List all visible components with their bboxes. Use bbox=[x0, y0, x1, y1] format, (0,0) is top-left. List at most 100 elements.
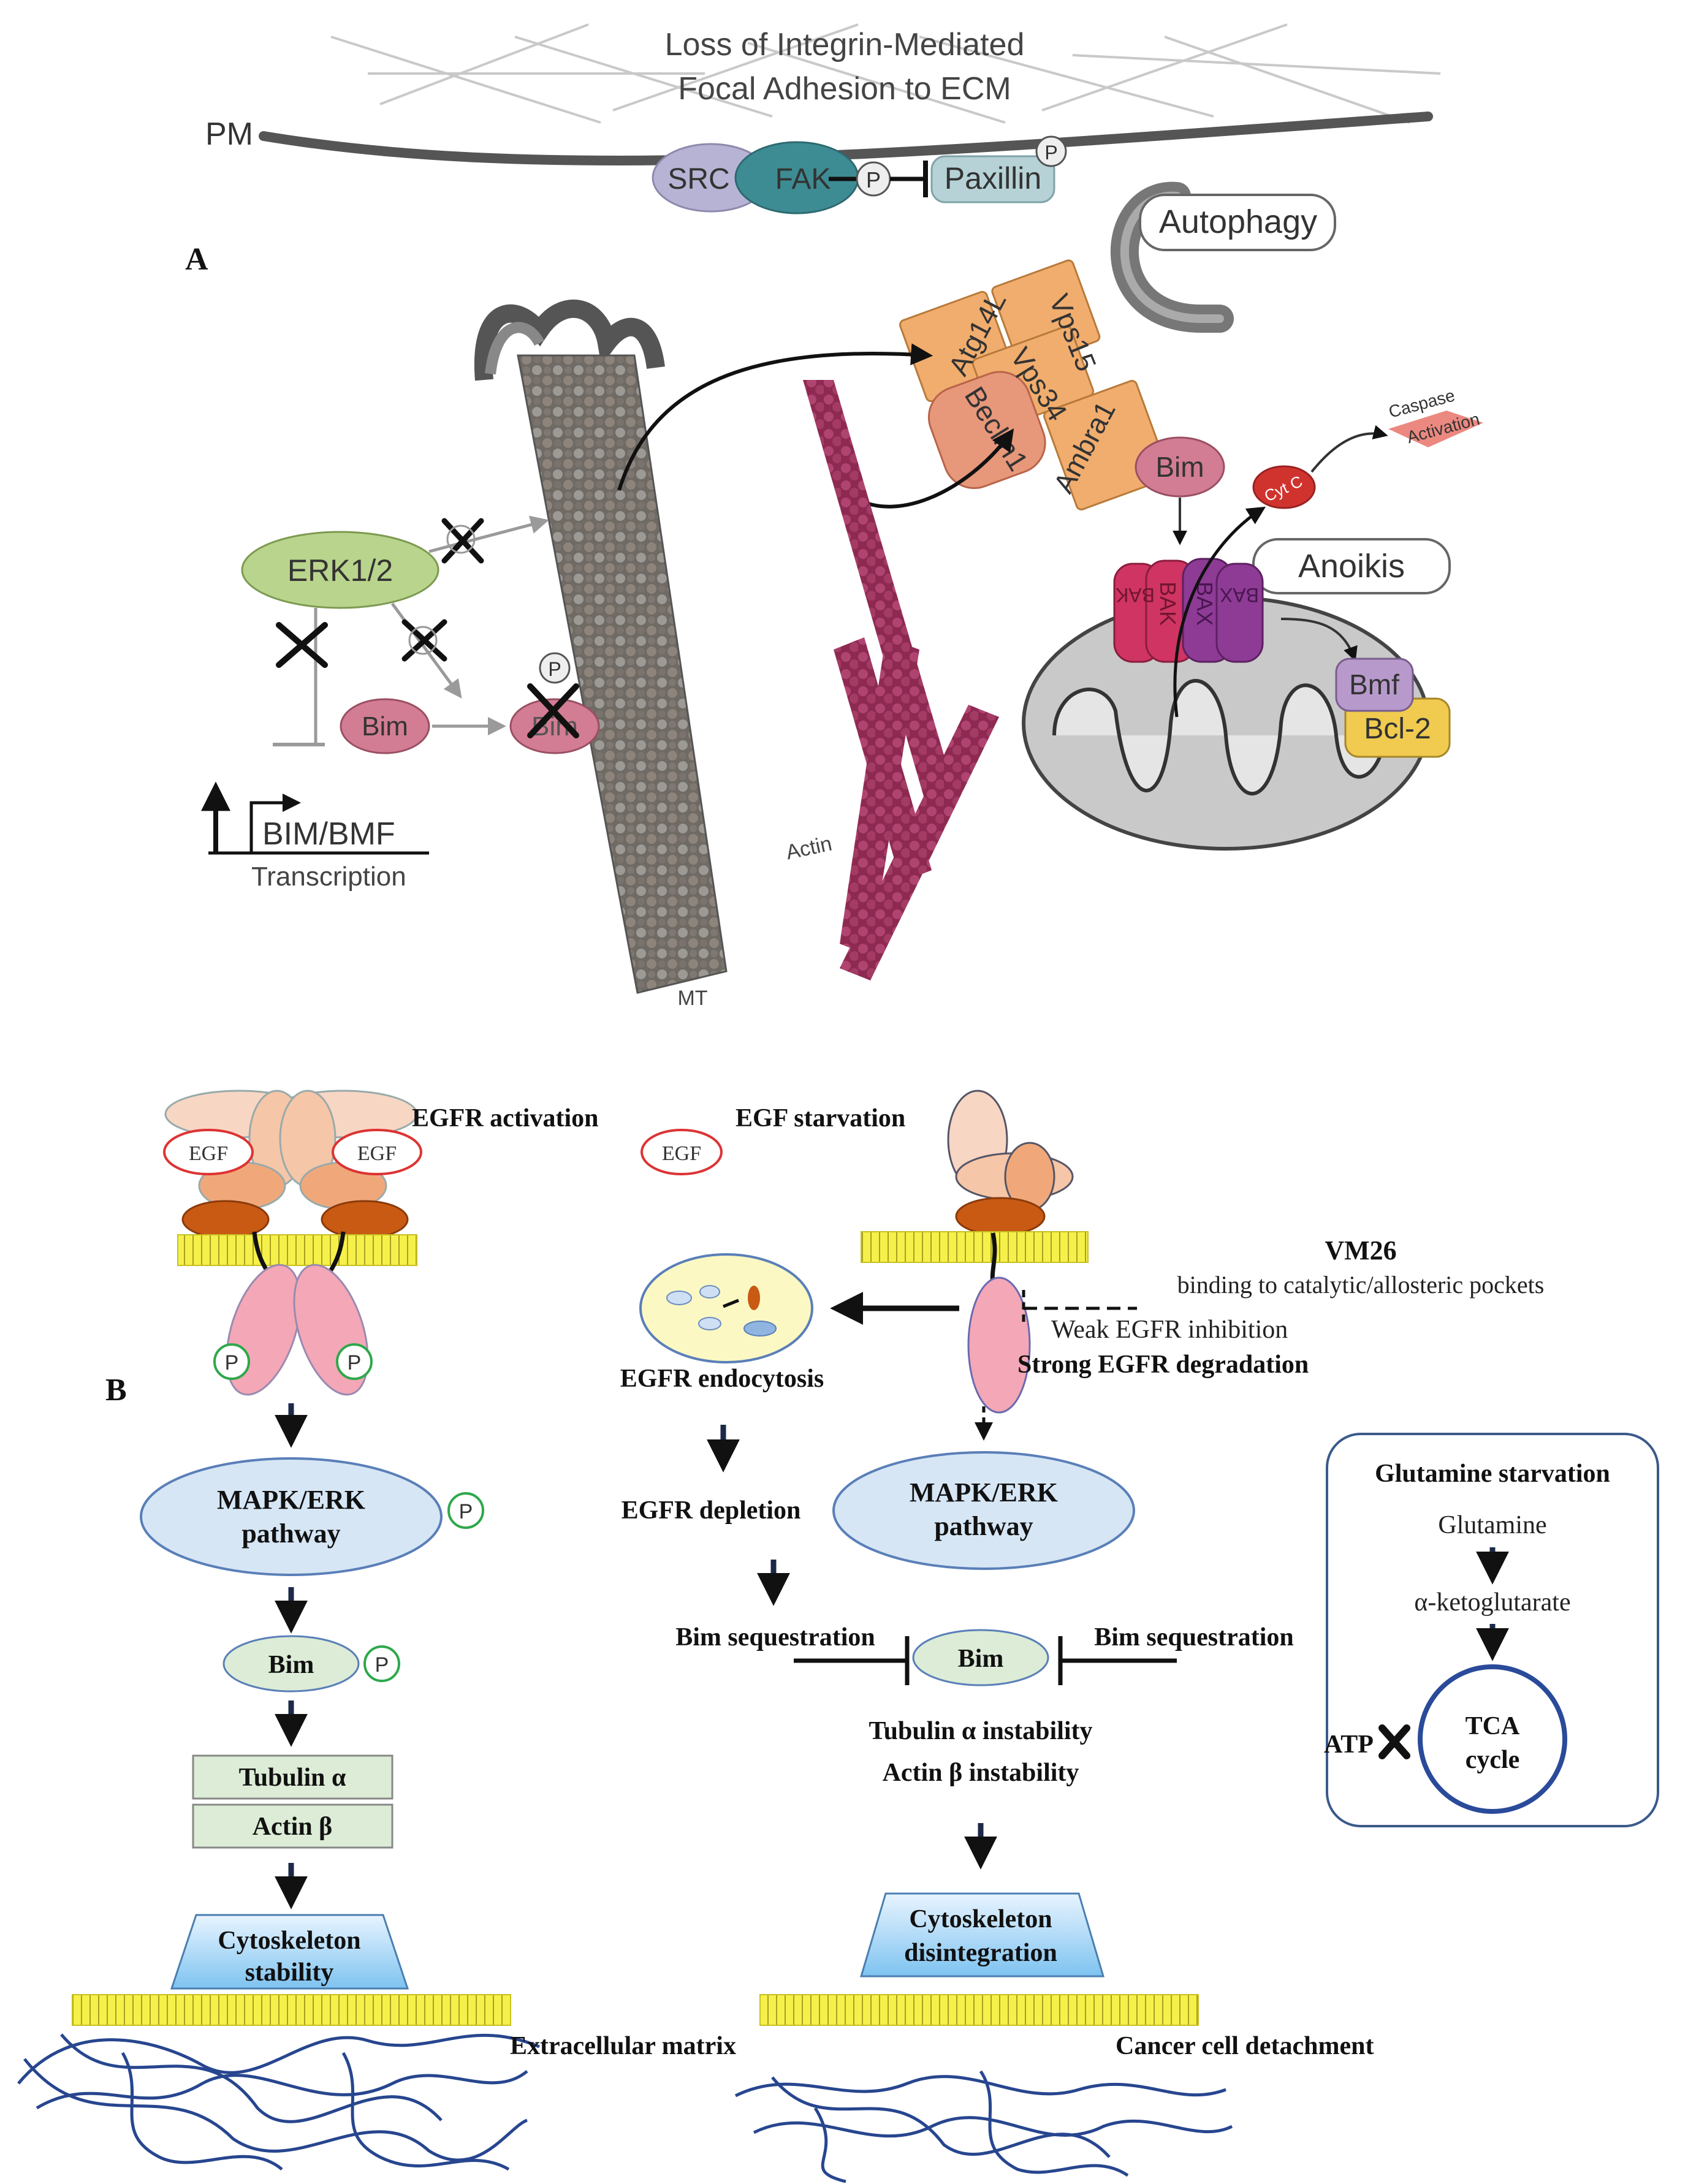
ecm-mesh-left bbox=[17, 2033, 540, 2171]
bim-seq-left-label: Bim sequestration bbox=[675, 1623, 875, 1651]
panel-b: B EGF EGF EGFR activation P P MAPK/ER bbox=[17, 1090, 1659, 2183]
bim-phospho bbox=[509, 698, 600, 754]
membrane-left bbox=[177, 1234, 417, 1266]
cyto-dis-line-1: Cytoskeleton bbox=[909, 1905, 1052, 1933]
bim-b-mid-label: Bim bbox=[958, 1645, 1004, 1673]
bim-mito-label: Bim bbox=[1155, 451, 1204, 483]
cytc-release-arrow bbox=[1173, 506, 1266, 718]
pm-label: PM bbox=[205, 116, 253, 152]
paxillin-phospho-label: P bbox=[1044, 142, 1057, 164]
actin-label: Actin bbox=[784, 832, 834, 865]
bim-seq-right-label: Bim sequestration bbox=[1094, 1623, 1294, 1651]
bak-to-bmf-arrow bbox=[1280, 618, 1358, 662]
mapk-left-phospho-label: P bbox=[459, 1500, 473, 1523]
egf-ligand-free bbox=[641, 1129, 723, 1175]
autophagy-label: Autophagy bbox=[1159, 203, 1317, 240]
tca-line-1: TCA bbox=[1466, 1712, 1520, 1740]
bak-label: BAK bbox=[1116, 584, 1155, 606]
actin-filaments bbox=[803, 380, 999, 980]
panel-a-label: A bbox=[185, 242, 208, 277]
mitochondrion-cristae bbox=[1052, 678, 1387, 796]
panel-b-label: B bbox=[105, 1373, 127, 1408]
bim-p-circle bbox=[539, 652, 571, 684]
mapk-right-line-1: MAPK/ERK bbox=[910, 1477, 1058, 1507]
vm26-desc: binding to catalytic/allosteric pockets bbox=[1177, 1271, 1545, 1299]
weak-inhibition-label: Weak EGFR inhibition bbox=[1051, 1316, 1288, 1344]
mt-to-complex-arrow bbox=[617, 343, 933, 491]
transcription-label: Transcription bbox=[251, 862, 406, 892]
egf-free-label: EGF bbox=[662, 1142, 701, 1165]
ecm-mesh-right bbox=[734, 2070, 1233, 2183]
bim-b-left-label: Bim bbox=[268, 1651, 314, 1679]
mapk-left bbox=[140, 1457, 443, 1576]
mt-label: MT bbox=[677, 987, 707, 1010]
mapk-left-phospho bbox=[447, 1492, 484, 1529]
cyto-stability-trap bbox=[170, 1914, 409, 1990]
block-x-1 bbox=[441, 518, 484, 564]
membrane-bottom-right bbox=[759, 1994, 1199, 2026]
src-label: SRC bbox=[667, 163, 729, 195]
ecm-b-label: Extracellular matrix bbox=[510, 2032, 736, 2060]
actin-to-complex-arrow bbox=[851, 428, 1014, 509]
egfr-dimer bbox=[164, 1090, 418, 1239]
cyto-dis-line-2: disintegration bbox=[904, 1939, 1057, 1967]
panel-a: Loss of Integrin-Mediated Focal Adhesion… bbox=[185, 23, 1483, 1010]
beclin-complex bbox=[899, 259, 1171, 510]
paxillin-label: Paxillin bbox=[945, 161, 1041, 195]
ecm-title-line-2: Focal Adhesion to ECM bbox=[678, 71, 1011, 107]
akg-label: α-ketoglutarate bbox=[1414, 1588, 1570, 1617]
bim-b-left bbox=[222, 1635, 360, 1693]
glutamine-label: Glutamine bbox=[1438, 1511, 1546, 1539]
ecm-fibers bbox=[330, 23, 1441, 124]
promoter-arrow bbox=[249, 794, 301, 853]
glut-title: Glutamine starvation bbox=[1375, 1460, 1610, 1488]
fak-label: FAK bbox=[775, 163, 831, 195]
egf-ligand-right bbox=[332, 1129, 422, 1175]
egfr-activation-label: EGFR activation bbox=[412, 1104, 598, 1132]
bax-label-2: BAX bbox=[1220, 584, 1259, 606]
atp-block-x bbox=[1378, 1724, 1410, 1759]
phospho-b-left bbox=[213, 1343, 250, 1380]
cyto-stab-line-2: stability bbox=[245, 1958, 334, 1987]
tca-cycle bbox=[1418, 1664, 1567, 1814]
egfr-monomer bbox=[947, 1090, 1074, 1236]
endocytosis-label: EGFR endocytosis bbox=[620, 1365, 824, 1393]
erk-protein bbox=[241, 531, 439, 609]
bak-label-2: BAK bbox=[1155, 582, 1180, 626]
strong-degradation-label: Strong EGFR degradation bbox=[1017, 1351, 1309, 1379]
egf-right-label: EGF bbox=[357, 1142, 397, 1165]
egf-starvation-label: EGF starvation bbox=[736, 1104, 905, 1132]
vm26-label: VM26 bbox=[1325, 1235, 1396, 1265]
paxillin-phospho bbox=[1035, 135, 1067, 167]
bmf-protein bbox=[1335, 658, 1414, 712]
egf-ligand-left bbox=[163, 1129, 254, 1175]
endosome bbox=[639, 1253, 813, 1363]
bmf-label: Bmf bbox=[1349, 669, 1399, 700]
caspase-spark bbox=[1388, 411, 1483, 447]
bcl2-label: Bcl-2 bbox=[1364, 713, 1431, 745]
microtubule bbox=[474, 299, 728, 994]
phospho-b-left-label: P bbox=[225, 1351, 239, 1374]
actin-box bbox=[192, 1803, 393, 1849]
bim-bmf-label: BIM/BMF bbox=[262, 816, 395, 852]
membrane-middle bbox=[861, 1231, 1089, 1263]
paxillin-protein bbox=[930, 155, 1055, 203]
erk-to-bim-arrow bbox=[390, 602, 462, 699]
tubulin-box bbox=[192, 1754, 393, 1800]
cytc-to-caspase-arrow bbox=[1310, 425, 1388, 473]
bim-b-left-phospho bbox=[363, 1645, 400, 1682]
endosome-contents bbox=[666, 1285, 777, 1337]
egfr-kinase-mono bbox=[967, 1276, 1031, 1414]
mapk-right-line-2: pathway bbox=[934, 1511, 1033, 1541]
block-x-4 bbox=[527, 683, 579, 738]
bim-a bbox=[340, 698, 430, 754]
bim-p-label: P bbox=[548, 658, 561, 680]
mapk-right bbox=[832, 1451, 1135, 1570]
bim-mito bbox=[1135, 436, 1225, 498]
egfr-depletion-label: EGFR depletion bbox=[622, 1496, 801, 1525]
tubulin-label: Tubulin α bbox=[239, 1764, 346, 1792]
cytc-bead bbox=[1252, 465, 1316, 509]
phospho-label: P bbox=[866, 167, 881, 192]
egf-left-label: EGF bbox=[189, 1142, 228, 1165]
